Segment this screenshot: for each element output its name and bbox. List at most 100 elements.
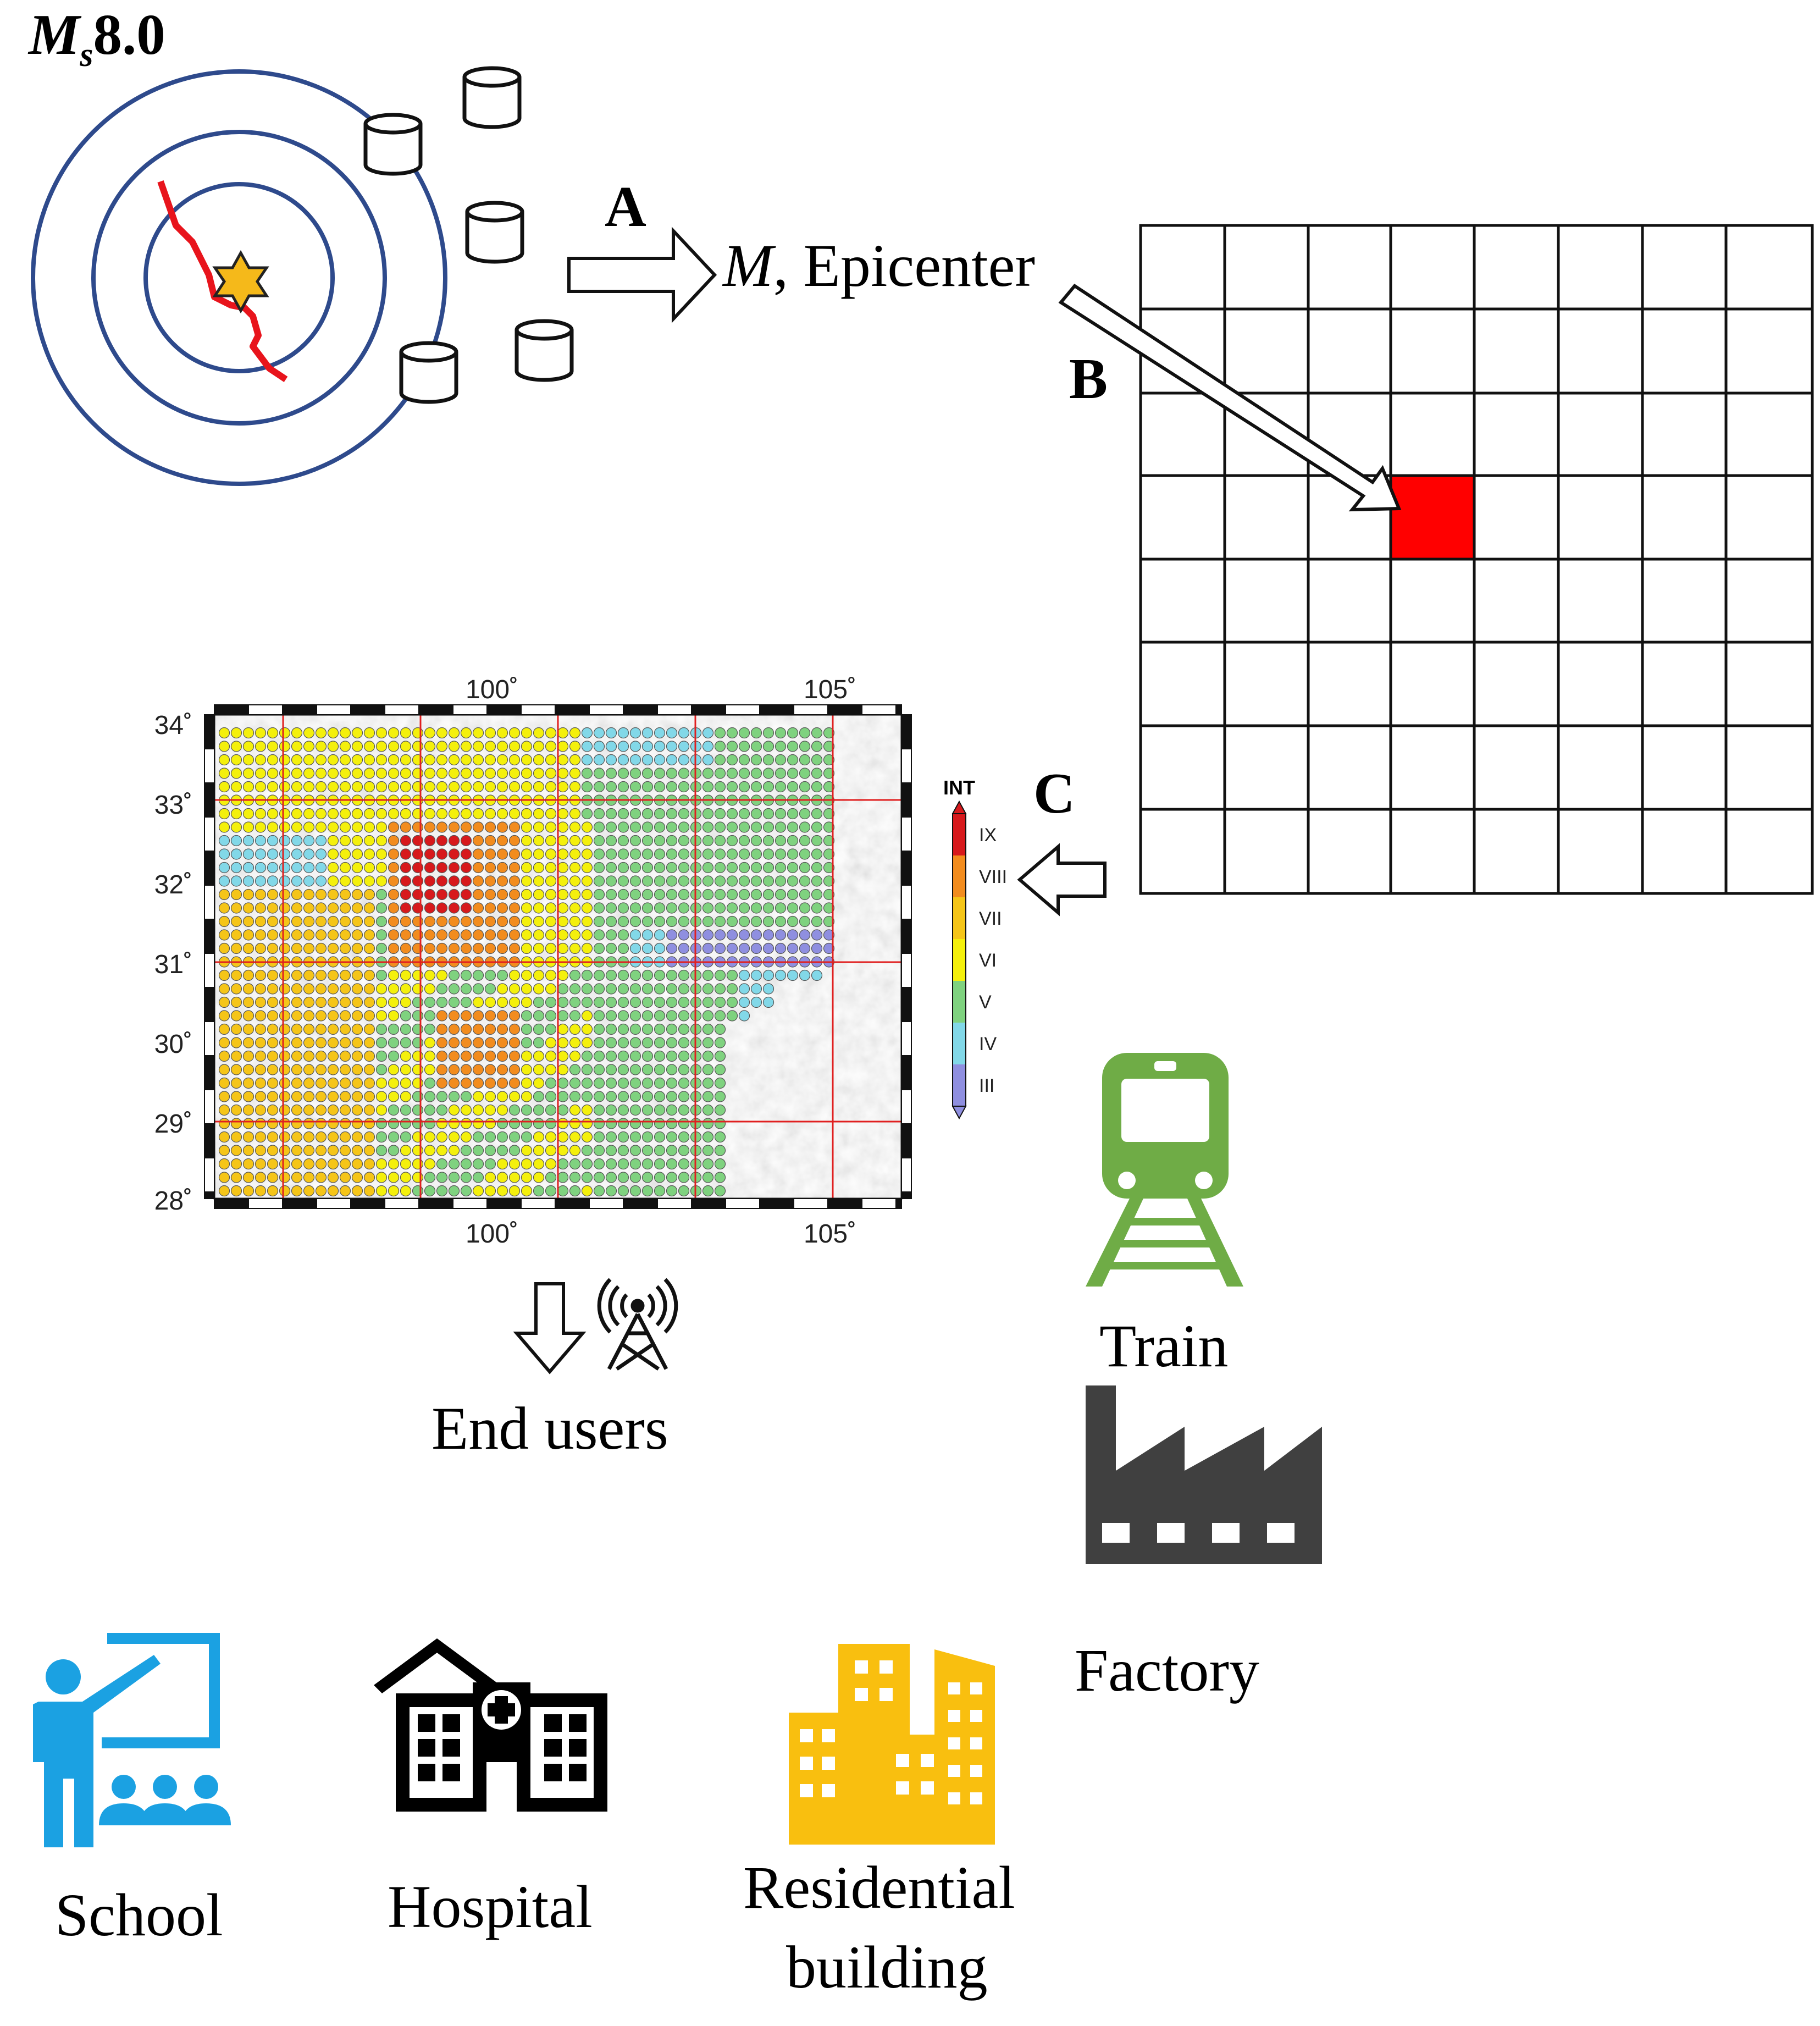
intensity-dot [472,821,484,833]
intensity-dot [557,1023,569,1035]
intensity-dot [678,996,690,1008]
intensity-dot [811,821,823,833]
intensity-dot [617,1050,629,1062]
intensity-dot [775,942,787,954]
intensity-dot [363,983,375,995]
intensity-dot [327,768,339,779]
intensity-dot [545,1185,557,1197]
legend-level-label: VII [979,908,1002,929]
intensity-dot [666,915,678,928]
intensity-dot [678,862,690,874]
intensity-dot [629,875,641,887]
legend-colorbar [952,800,967,1120]
intensity-dot [327,888,339,901]
intensity-dot [726,915,738,928]
intensity-dot [279,915,291,928]
intensity-dot [521,915,533,928]
intensity-dot [363,1158,375,1170]
intensity-dot [351,1064,363,1075]
intensity-dot [303,996,315,1008]
intensity-dot [448,768,460,779]
intensity-dot [472,969,484,981]
intensity-dot [508,1050,521,1062]
intensity-dot [714,727,726,739]
intensity-dot [400,1077,412,1089]
intensity-dot [218,1185,230,1197]
intensity-dot [678,1010,690,1022]
intensity-dot [654,754,666,766]
intensity-dot [388,848,400,860]
intensity-dot [702,835,714,847]
intensity-dot [605,1010,617,1022]
intensity-dot [363,942,375,954]
intensity-dot [351,875,363,887]
intensity-dot [605,754,617,766]
intensity-dot [279,875,291,887]
intensity-dot [242,902,255,914]
intensity-dot [641,996,654,1008]
intensity-dot [666,821,678,833]
intensity-dot [823,727,835,739]
intensity-dot [605,1023,617,1035]
map-y-tick: 33˚ [154,791,192,820]
intensity-dot [533,821,545,833]
intensity-dot [581,1023,593,1035]
intensity-dot [472,1145,484,1156]
intensity-dot [533,1091,545,1102]
intensity-dot [448,835,460,847]
intensity-dot [436,754,448,766]
intensity-dot [242,1037,255,1048]
intensity-dot [448,902,460,914]
intensity-dot [375,983,388,995]
intensity-dot [593,942,605,954]
intensity-dot [218,1104,230,1116]
intensity-dot [315,888,327,901]
intensity-dot [484,781,496,793]
intensity-dot [799,768,811,779]
intensity-dot [412,1037,424,1048]
intensity-dot [714,862,726,874]
intensity-dot [436,1091,448,1102]
intensity-dot [388,888,400,901]
intensity-dot [484,942,496,954]
intensity-dot [508,808,521,820]
intensity-dot [230,915,242,928]
intensity-dot [496,1050,508,1062]
intensity-dot [496,1037,508,1048]
intensity-dot [267,1172,279,1183]
intensity-dot [436,1185,448,1197]
intensity-dot [267,848,279,860]
intensity-dot [303,1158,315,1170]
intensity-dot [702,929,714,941]
intensity-dot [605,1118,617,1129]
intensity-dot [738,754,750,766]
intensity-dot [569,1091,581,1102]
intensity-dot [363,862,375,874]
intensity-dot [279,754,291,766]
intensity-dot [484,1104,496,1116]
intensity-dot [267,875,279,887]
intensity-dot [702,1037,714,1048]
intensity-dot [424,862,436,874]
intensity-dot [521,862,533,874]
intensity-dot [351,1091,363,1102]
intensity-dot [557,915,569,928]
intensity-dot [363,1023,375,1035]
intensity-dot [787,821,799,833]
intensity-dot [654,1172,666,1183]
intensity-dot [581,1145,593,1156]
intensity-dot [255,996,267,1008]
intensity-dot [714,996,726,1008]
intensity-dot [750,969,762,981]
intensity-dot [581,1077,593,1089]
intensity-dot [303,1145,315,1156]
intensity-dot [472,1064,484,1075]
intensity-dot [726,875,738,887]
intensity-dot [811,741,823,752]
intensity-dot [521,942,533,954]
intensity-dot [279,1023,291,1035]
intensity-dot [291,983,303,995]
intensity-dot [823,821,835,833]
intensity-dot [702,1172,714,1183]
intensity-dot [678,1023,690,1035]
